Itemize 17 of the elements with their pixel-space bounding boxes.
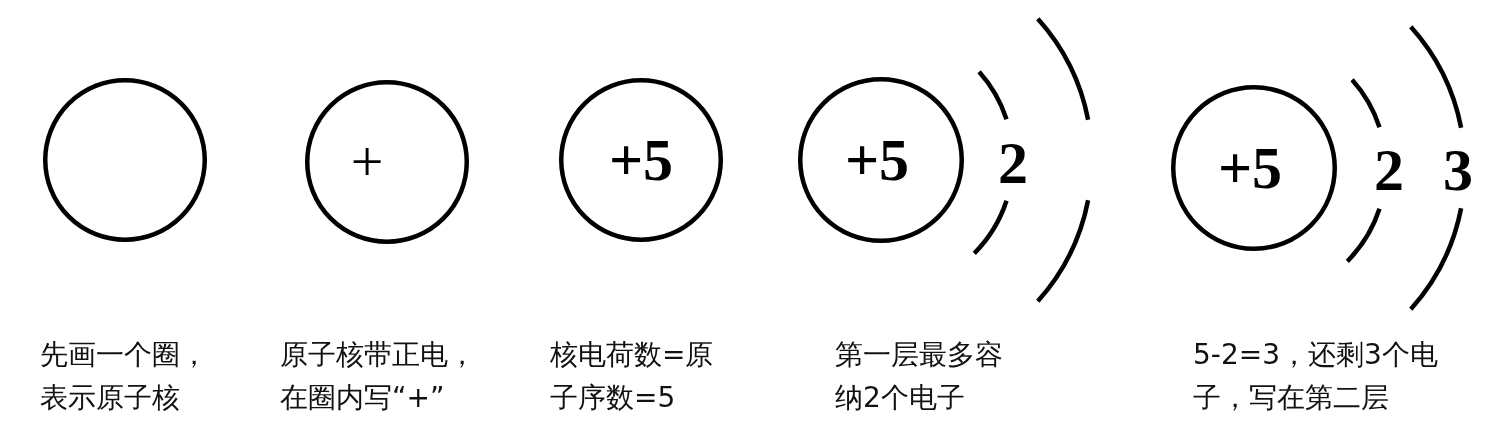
nucleus-circle <box>798 77 964 243</box>
nucleus-circle <box>559 78 723 242</box>
shell-electron-count: 3 <box>1443 140 1473 200</box>
nuclear-charge: + <box>350 133 384 191</box>
nucleus-circle <box>305 80 469 244</box>
nucleus-circle <box>43 78 207 242</box>
nuclear-charge: +5 <box>844 130 910 190</box>
step-caption: 第一层最多容纳2个电子 <box>835 337 1004 416</box>
shell-electron-count: 2 <box>1374 140 1404 200</box>
step-caption: 原子核带正电，在圈内写“+” <box>280 337 477 416</box>
nuclear-charge: +5 <box>1217 138 1283 198</box>
step-caption: 先画一个圈，表示原子核 <box>40 337 209 416</box>
nucleus-circle <box>1171 85 1337 251</box>
step-caption: 5-2=3，还剩3个电子，写在第二层 <box>1193 337 1439 416</box>
shell-electron-count: 2 <box>998 133 1028 193</box>
nuclear-charge: +5 <box>608 130 674 190</box>
step-caption: 核电荷数=原子序数=5 <box>550 337 715 416</box>
